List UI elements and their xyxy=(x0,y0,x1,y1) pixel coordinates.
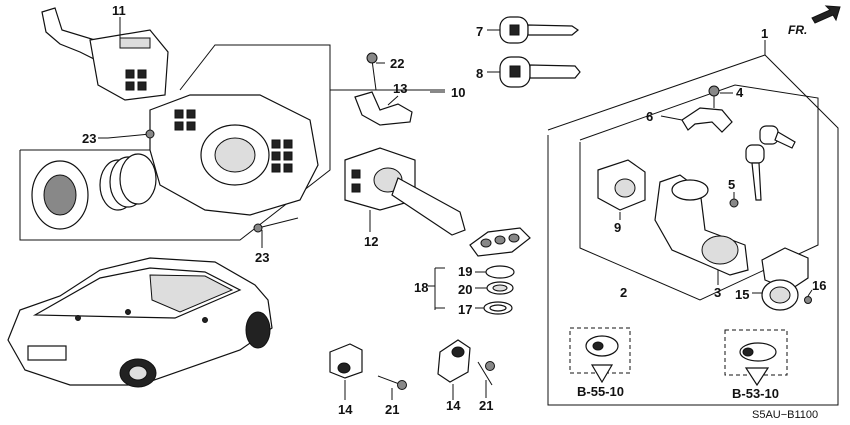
callout-7: 7 xyxy=(476,24,483,39)
callout-3: 3 xyxy=(714,285,721,300)
callout-14-right: 14 xyxy=(446,398,461,413)
reference-b-55-10: B-55-10 xyxy=(577,384,624,399)
callout-labels: 11 10 22 13 23 23 12 7 8 19 18 20 17 14 … xyxy=(82,3,826,417)
callout-21-right: 21 xyxy=(479,398,493,413)
callout-18: 18 xyxy=(414,280,428,295)
wiper-switch-part xyxy=(344,147,466,236)
ref-box-left xyxy=(569,327,631,384)
clamp-6-part xyxy=(660,107,733,133)
screw-23-lower xyxy=(253,217,299,233)
callout-10: 10 xyxy=(451,85,465,100)
key-7 xyxy=(487,16,580,44)
callout-13: 13 xyxy=(393,81,407,96)
callout-14-left: 14 xyxy=(338,402,353,417)
callout-1: 1 xyxy=(761,26,768,41)
vehicle-silhouette xyxy=(7,257,273,388)
callout-17: 17 xyxy=(458,302,472,317)
cover-bracket-13 xyxy=(354,91,413,126)
front-arrow-icon xyxy=(811,5,841,24)
combination-switch-group xyxy=(19,7,466,248)
callout-8: 8 xyxy=(476,66,483,81)
callout-23-lower: 23 xyxy=(255,250,269,265)
callout-15: 15 xyxy=(735,287,749,302)
diagram-code: S5AU−B1100 xyxy=(752,409,818,421)
door-cylinder-left xyxy=(329,343,363,400)
transmitter-group xyxy=(428,227,531,315)
screw-16 xyxy=(804,289,813,304)
combination-switch-body-part xyxy=(149,94,319,216)
steering-lock-group xyxy=(547,5,841,406)
ignition-key-pair xyxy=(745,125,796,201)
ref-box-right xyxy=(724,329,788,387)
key-8 xyxy=(487,56,581,88)
callout-9: 9 xyxy=(614,220,621,235)
screw-22 xyxy=(366,52,378,91)
ignition-switch-15 xyxy=(752,247,809,311)
callout-20: 20 xyxy=(458,282,472,297)
callout-6: 6 xyxy=(646,109,653,124)
screw-5 xyxy=(729,192,739,208)
callout-2: 2 xyxy=(620,285,627,300)
callout-4: 4 xyxy=(736,85,744,100)
screw-21-right xyxy=(477,361,495,398)
screw-21-left xyxy=(377,375,407,400)
callout-16: 16 xyxy=(812,278,826,293)
door-cylinder-right xyxy=(437,339,471,400)
turn-signal-switch-part xyxy=(41,7,169,101)
screw-23-upper xyxy=(107,129,155,139)
callout-5: 5 xyxy=(728,177,735,192)
bolt-4 xyxy=(708,85,733,108)
direction-label: FR. xyxy=(788,23,807,37)
callout-22: 22 xyxy=(390,56,404,71)
callout-12: 12 xyxy=(364,234,378,249)
steering-lock-body-3 xyxy=(654,174,749,285)
key-cylinder-9 xyxy=(597,159,646,220)
callout-11: 11 xyxy=(112,3,126,18)
cable-reel-part xyxy=(31,153,157,230)
callout-19: 19 xyxy=(458,264,472,279)
callout-23-upper: 23 xyxy=(82,131,96,146)
callout-21-left: 21 xyxy=(385,402,399,417)
switch-connector-grid xyxy=(174,109,293,173)
reference-b-53-10: B-53-10 xyxy=(732,386,779,401)
